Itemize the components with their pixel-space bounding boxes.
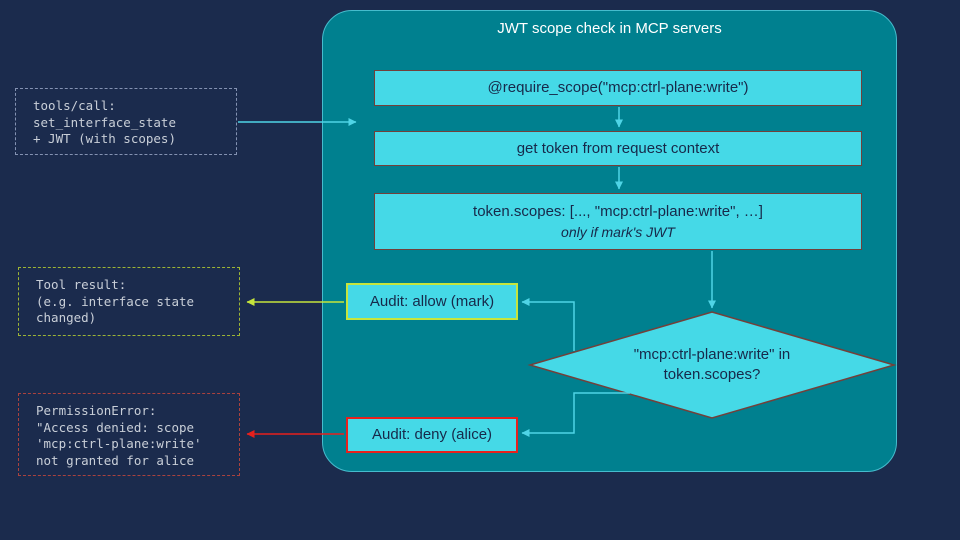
node-token-scopes-label: token.scopes: [..., "mcp:ctrl-plane:writ… <box>473 202 763 220</box>
decision-label-line2: token.scopes? <box>663 366 761 383</box>
node-get-token-label: get token from request context <box>516 139 720 157</box>
node-audit-deny-label: Audit: deny (alice) <box>371 426 493 443</box>
node-token-scopes: token.scopes: [..., "mcp:ctrl-plane:writ… <box>374 193 862 250</box>
note-tool-result: Tool result: (e.g. interface state chang… <box>18 267 240 336</box>
node-require-scope: @require_scope("mcp:ctrl-plane:write") <box>374 70 862 106</box>
node-audit-deny: Audit: deny (alice) <box>346 417 518 453</box>
note-tools-call: tools/call: set_interface_state + JWT (w… <box>15 88 237 155</box>
node-get-token: get token from request context <box>374 131 862 166</box>
node-token-scopes-note: only if mark's JWT <box>561 223 675 240</box>
node-audit-allow-label: Audit: allow (mark) <box>369 292 495 310</box>
diagram-title: JWT scope check in MCP servers <box>497 20 722 37</box>
decision-label-line1: "mcp:ctrl-plane:write" in <box>633 346 791 363</box>
decision-label: "mcp:ctrl-plane:write" in token.scopes? <box>602 341 822 389</box>
node-require-scope-label: @require_scope("mcp:ctrl-plane:write") <box>487 79 749 96</box>
note-permission-error: PermissionError: "Access denied: scope '… <box>18 393 240 476</box>
node-audit-allow: Audit: allow (mark) <box>346 283 518 320</box>
